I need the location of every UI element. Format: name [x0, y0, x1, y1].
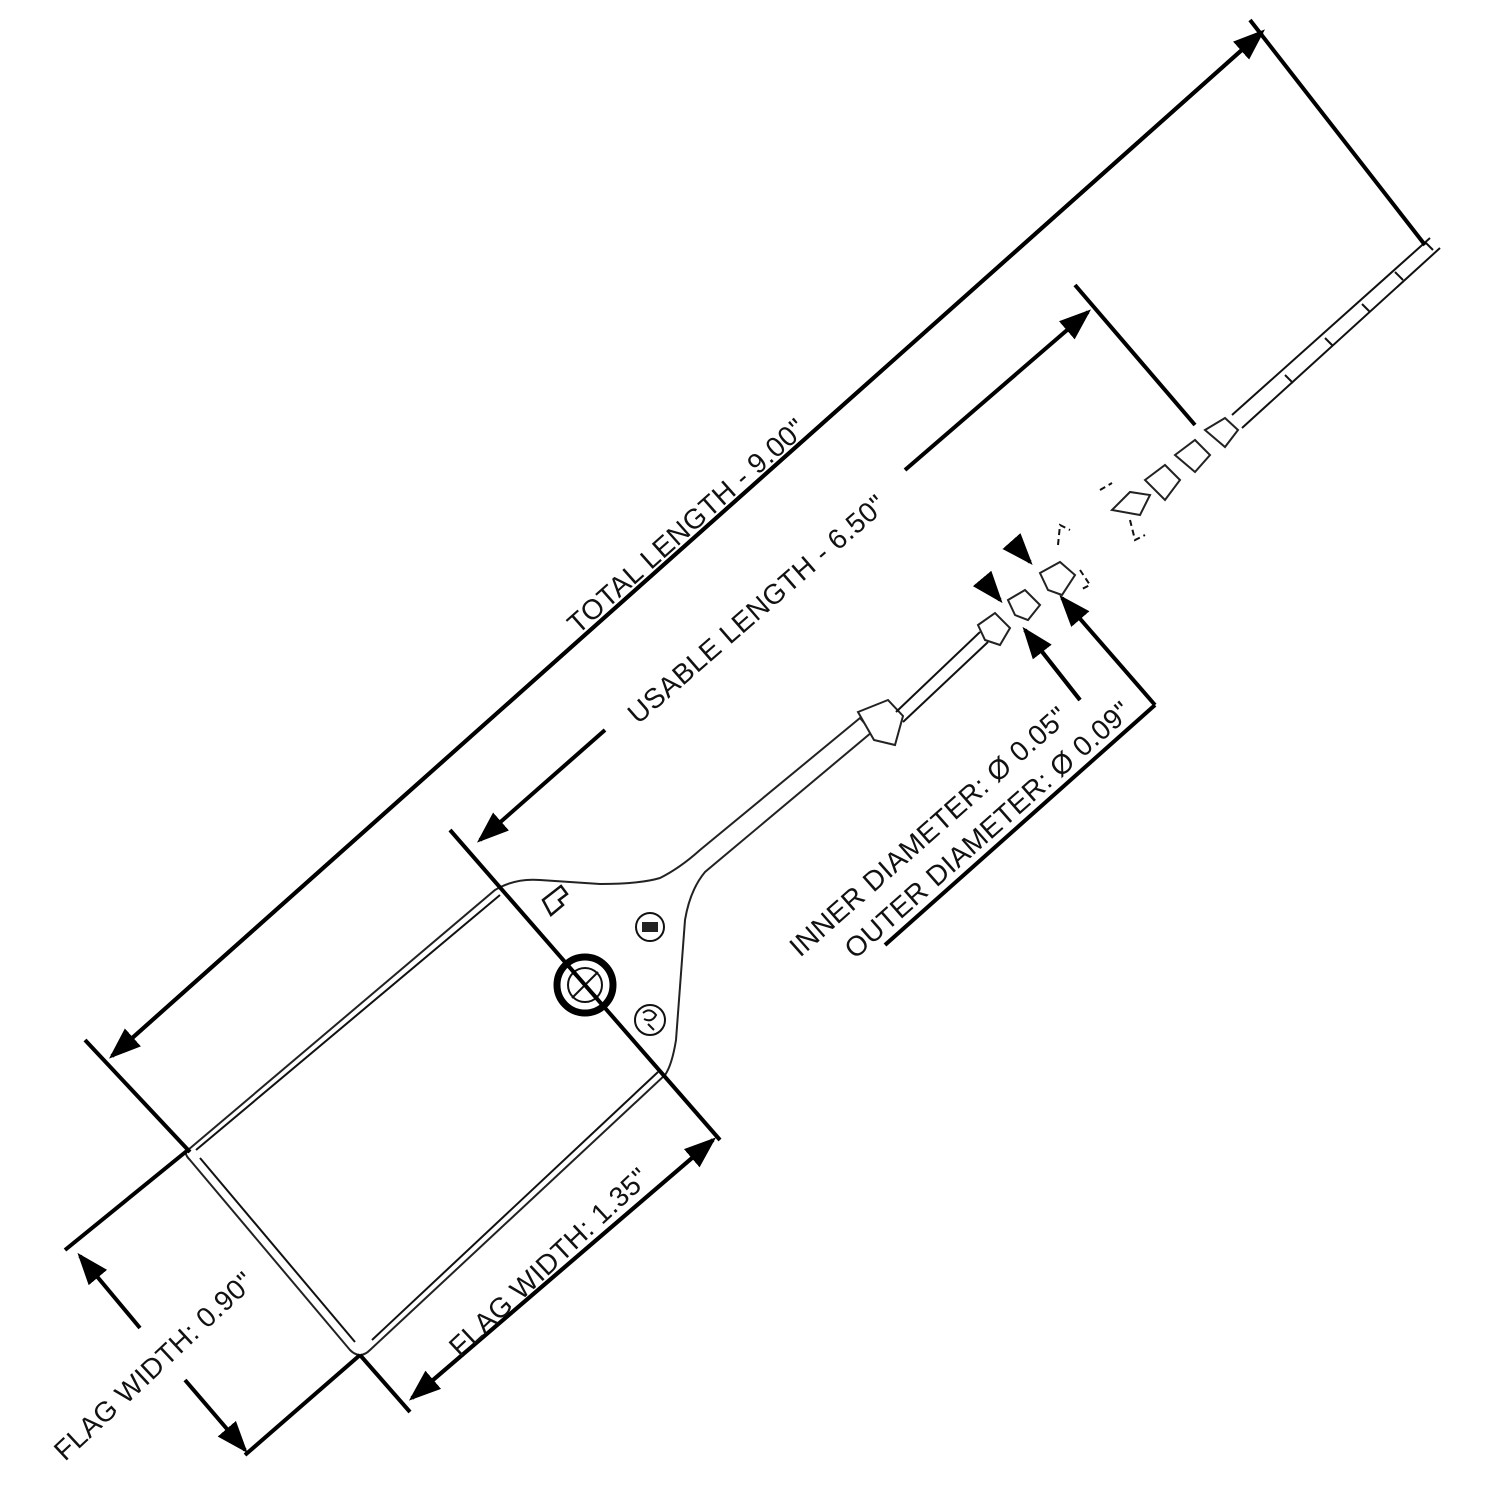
usable-length-dimension [448, 283, 1197, 1142]
diameter-leaders [883, 533, 1157, 947]
logo-mark-icon [541, 884, 569, 917]
usable-length-label: USABLE LENGTH - 6.50" [622, 489, 893, 730]
total-length-dimension [83, 18, 1427, 1154]
flag-width-long-dimension [358, 1137, 717, 1414]
shaft-upper [1099, 237, 1441, 542]
brand-badge-icon [635, 912, 665, 942]
shaft-lower [856, 523, 1092, 747]
flag-width-short-dimension [63, 1148, 362, 1457]
inner-diameter-label: INNER DIAMETER: Ø 0.05" [783, 700, 1074, 962]
size-badge-icon [634, 1004, 666, 1036]
flag-width-short-label: FLAG WIDTH: 0.90" [48, 1266, 260, 1467]
